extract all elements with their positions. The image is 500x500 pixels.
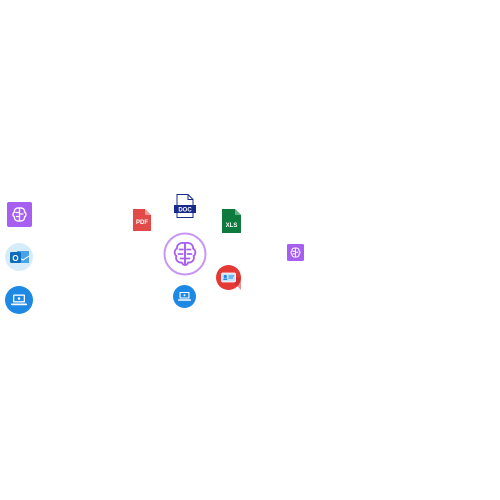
pdf-file-icon: PDF bbox=[133, 209, 151, 231]
outlook-icon: O bbox=[5, 243, 33, 271]
pdf-label: PDF bbox=[136, 220, 148, 226]
outlook-letter: O bbox=[12, 254, 18, 263]
xls-label: XLS bbox=[226, 223, 238, 229]
laptop-left-icon bbox=[5, 286, 33, 314]
doc-file-icon: DOC bbox=[174, 194, 196, 218]
laptop-center-icon bbox=[173, 285, 196, 308]
central-brain-icon bbox=[163, 232, 207, 276]
doc-label: DOC bbox=[178, 207, 192, 213]
id-card-badge-icon bbox=[216, 265, 241, 290]
brain-square-left-icon bbox=[7, 202, 32, 227]
xls-file-icon: XLS bbox=[222, 209, 241, 233]
brain-square-right-icon bbox=[287, 244, 304, 261]
